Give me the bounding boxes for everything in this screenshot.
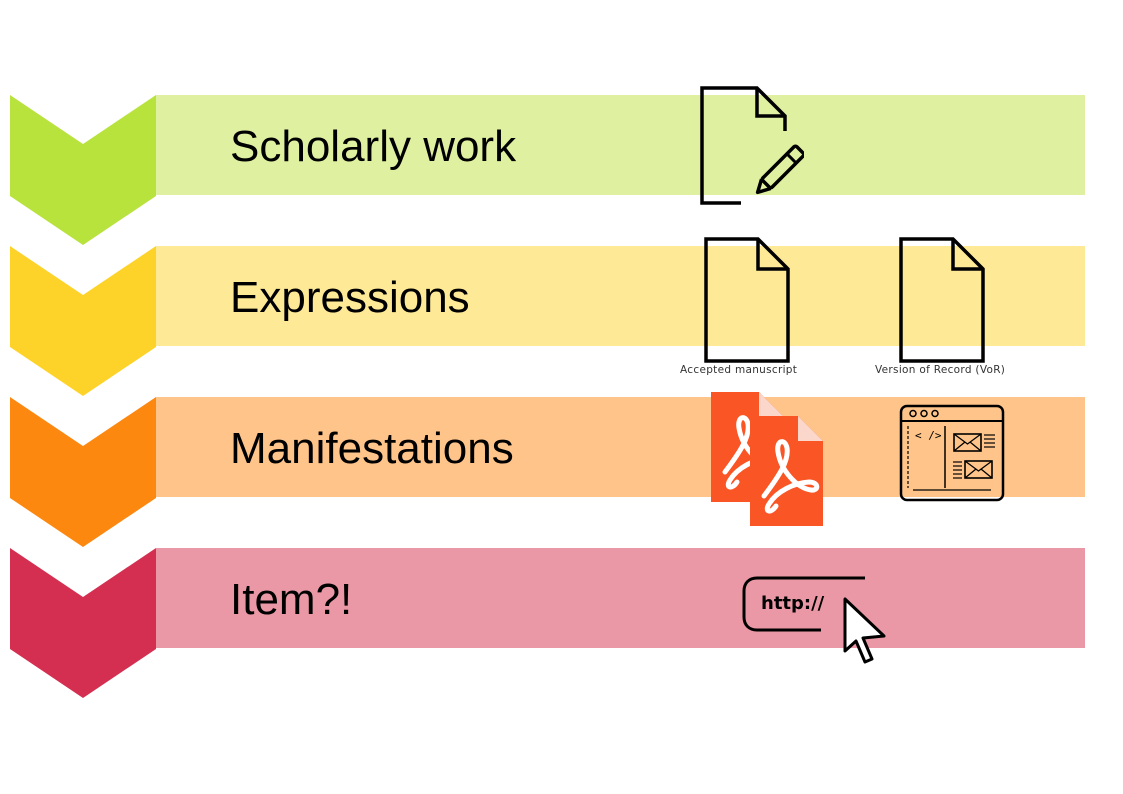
version-of-record-caption: Version of Record (VoR) [875,364,1006,376]
level-label: Manifestations [230,424,514,473]
band-manifestations [156,397,1085,497]
chevron-manifestations [10,397,156,547]
band-expressions [156,246,1085,346]
level-manifestations: Manifestations [0,397,1123,549]
level-label: Item?! [230,575,353,624]
level-label: Expressions [230,273,470,322]
svg-text:< />: < /> [915,429,942,442]
version-of-record-document-icon [899,237,985,363]
band-scholarly-work [156,95,1085,195]
document-edit-icon [700,86,804,205]
band-item [156,548,1085,648]
chevron-scholarly-work [10,95,156,245]
level-label: Scholarly work [230,122,517,171]
chevron-item [10,548,156,698]
level-item: Item?! [0,548,1123,700]
pdf-file-icon [711,392,823,526]
accepted-manuscript-document-icon [704,237,790,363]
level-expressions: Expressions [0,246,1123,398]
level-scholarly-work: Scholarly work [0,95,1123,247]
web-page-icon: < /> [899,404,1005,502]
chevron-expressions [10,246,156,396]
url-cursor-icon: http:// [741,575,889,667]
url-text: http:// [761,593,825,614]
accepted-manuscript-caption: Accepted manuscript [680,364,798,376]
